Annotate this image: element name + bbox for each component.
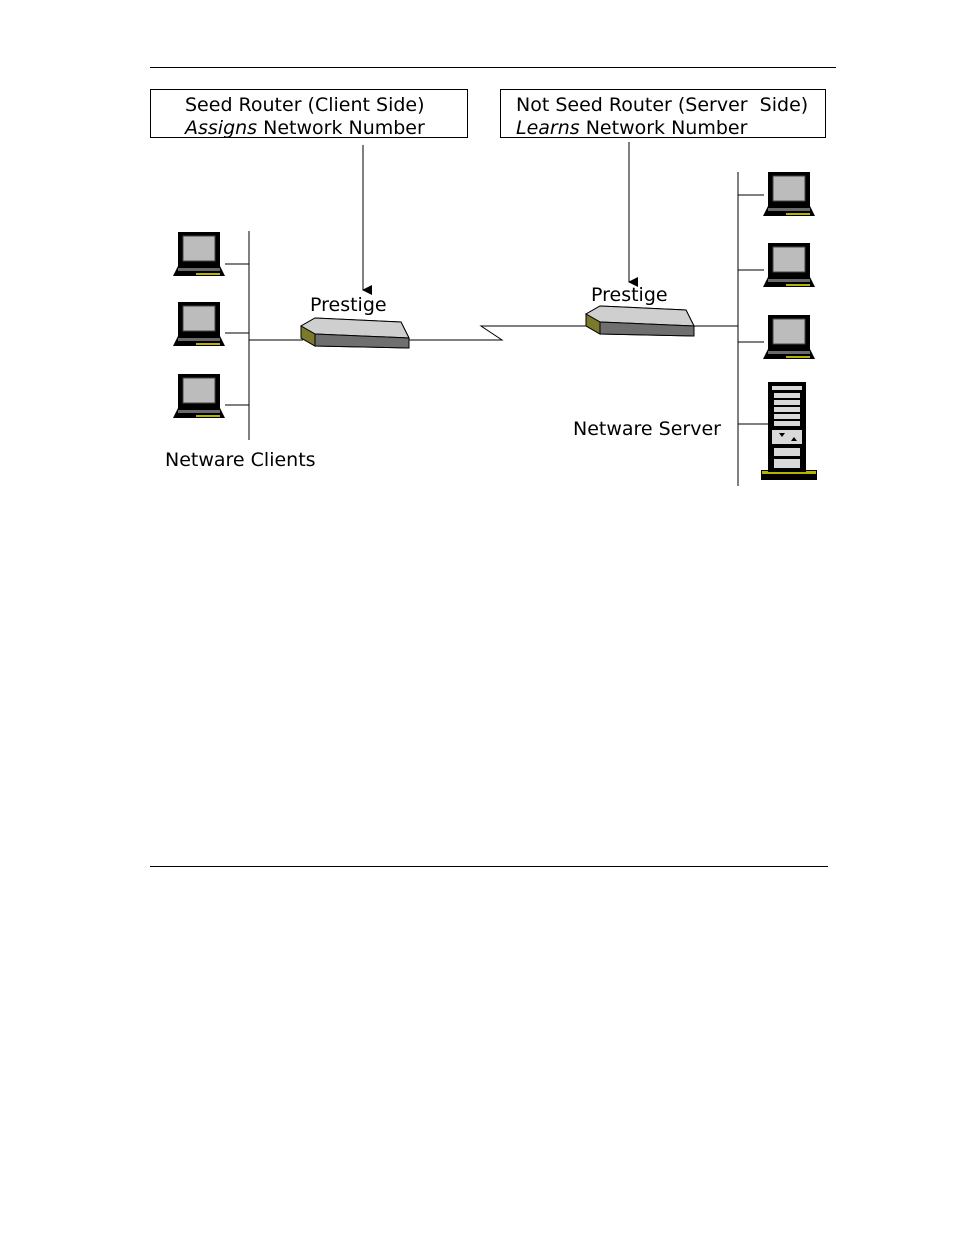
network-diagram: Seed Router (Client Side) Assigns Networ… [0,0,954,900]
left-router-label: Prestige [310,294,387,316]
computer-icon [763,315,815,359]
seed-box-subtitle: Assigns Network Number [183,117,425,139]
seed-box-title: Seed Router (Client Side) [185,94,425,116]
router-icon [301,318,409,348]
client-computer-icon [173,302,225,346]
clients-label: Netware Clients [165,449,316,471]
server-label: Netware Server [573,418,721,440]
client-computer-icon [173,374,225,418]
nonseed-box-title: Not Seed Router (Server Side) [516,94,808,116]
computer-icon [763,243,815,287]
router-icon [586,306,694,336]
wan-link [409,326,587,340]
nonseed-box-subtitle: Learns Network Number [516,117,748,139]
client-computer-icon [173,232,225,276]
server-tower-icon [761,382,817,480]
right-router-label: Prestige [591,284,668,306]
computer-icon [763,172,815,216]
